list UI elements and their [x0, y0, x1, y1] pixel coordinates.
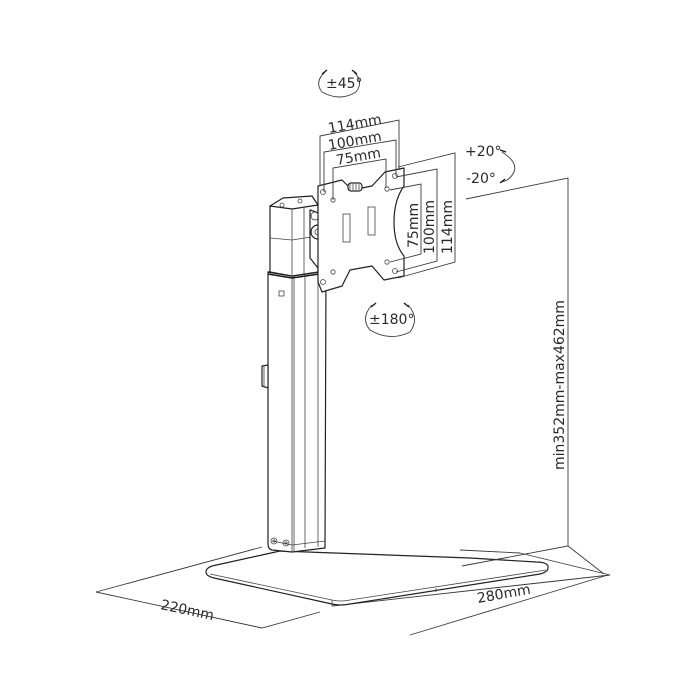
rotate-arc [365, 302, 415, 337]
vesa-v-100-label: 100mm [422, 200, 438, 254]
rotate-label: ±180° [369, 312, 414, 328]
base-plate [205, 550, 549, 606]
vesa-h-75-label: 75mm [335, 145, 382, 169]
vesa-v-114-label: 114mm [440, 200, 456, 254]
height-range-label: min352mm-max462mm [552, 300, 568, 470]
tilt-arc [499, 149, 516, 184]
vesa-horizontal-dimensions [319, 119, 400, 200]
vesa-v-75-label: 75mm [406, 203, 422, 248]
tilt-down-label: -20° [466, 171, 496, 187]
swivel-arc [318, 69, 360, 98]
base-depth-dimension [95, 546, 321, 629]
base-width-label: 280mm [476, 582, 532, 607]
vesa-plate [317, 167, 405, 293]
base-width-dimension [331, 549, 611, 636]
height-dimension [461, 177, 605, 575]
swivel-label: ±45° [326, 76, 363, 92]
base-depth-label: 220mm [159, 597, 215, 624]
column [261, 195, 327, 553]
tilt-up-label: +20° [465, 144, 502, 160]
vesa-vertical-dimensions [389, 152, 456, 279]
